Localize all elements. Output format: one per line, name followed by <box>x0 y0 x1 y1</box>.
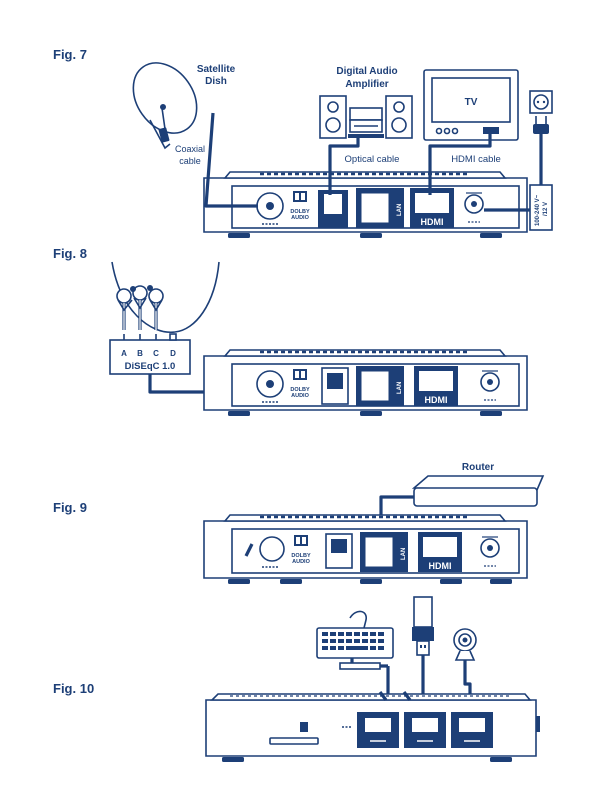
fig9-diagram: Router DOLBY AUDIO LAN <box>204 462 543 584</box>
router-icon <box>414 476 543 506</box>
coaxial-label-1: Coaxial <box>175 144 205 154</box>
lan-label: LAN <box>401 548 407 560</box>
power-label-2: /12 V <box>543 202 549 216</box>
port-c-label: C <box>153 349 159 358</box>
webcam-icon <box>454 629 476 660</box>
hdmi-port-label: HDMI <box>429 561 452 571</box>
hdmi-port-label: HDMI <box>421 217 444 227</box>
power-label-1: 100-240 V~ <box>535 194 541 226</box>
keyboard-icon <box>317 611 393 669</box>
usb-stick-icon <box>412 597 434 655</box>
fig10-diagram <box>206 597 540 762</box>
dolby-label-2: AUDIO <box>291 215 309 221</box>
amplifier-label-1: Digital Audio <box>336 66 397 77</box>
hdmi-port-label: HDMI <box>425 395 448 405</box>
satellite-dish-label-1: Satellite <box>197 64 236 75</box>
lan-label: LAN <box>397 382 403 394</box>
coaxial-label-2: cable <box>179 156 201 166</box>
amplifier-icon <box>320 96 412 138</box>
usb-port-1 <box>357 712 399 748</box>
hdmi-cable-label: HDMI cable <box>451 154 501 165</box>
fig7-diagram: Satellite Dish Coaxial cable Digital Aud… <box>120 51 552 238</box>
receiver-fig8: DOLBY AUDIO LAN HDMI <box>204 350 527 416</box>
router-label: Router <box>462 462 494 473</box>
port-d-label: D <box>170 349 176 358</box>
receiver-fig10 <box>206 692 540 762</box>
usb-port-2 <box>404 712 446 748</box>
wall-socket-icon <box>530 91 552 185</box>
tv-label: TV <box>465 97 478 108</box>
fig8-diagram: A B C D DiSEqC 1.0 DOLBY AUDIO LAN <box>110 262 527 416</box>
diseqc-switch-label: DiSEqC 1.0 <box>125 361 176 372</box>
amplifier-label-2: Amplifier <box>345 79 388 90</box>
lan-label: LAN <box>397 204 403 216</box>
lnb-icons <box>117 285 163 330</box>
satellite-dish-label-2: Dish <box>205 76 227 87</box>
port-b-label: B <box>137 349 143 358</box>
dolby-label-2: AUDIO <box>291 393 309 399</box>
port-a-label: A <box>121 349 127 358</box>
dolby-label-2: AUDIO <box>292 559 310 565</box>
optical-cable-label: Optical cable <box>345 154 400 165</box>
receiver-fig9: DOLBY AUDIO LAN HDMI <box>204 515 527 584</box>
usb-port-3 <box>451 712 493 748</box>
